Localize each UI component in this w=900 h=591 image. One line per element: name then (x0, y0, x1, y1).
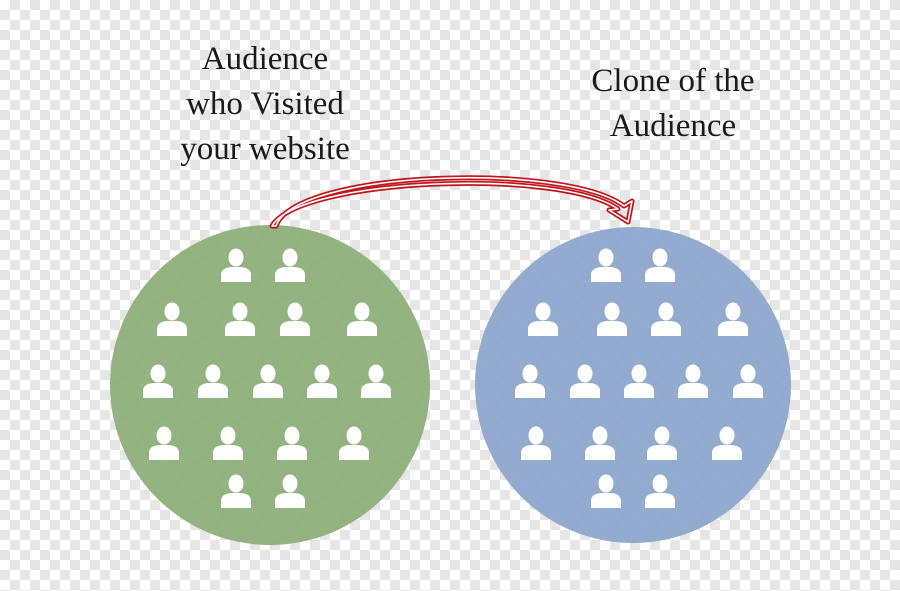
label-line: your website (180, 131, 350, 167)
label-line: Clone of the (591, 63, 755, 99)
label-line: who Visited (186, 86, 344, 122)
clone-audience-label: Clone of the Audience (548, 59, 798, 149)
label-line: Audience (609, 108, 737, 144)
label-line: Audience (201, 41, 329, 77)
clone-arrow (269, 175, 635, 229)
source-audience-label: Audience who Visited your website (140, 37, 390, 172)
